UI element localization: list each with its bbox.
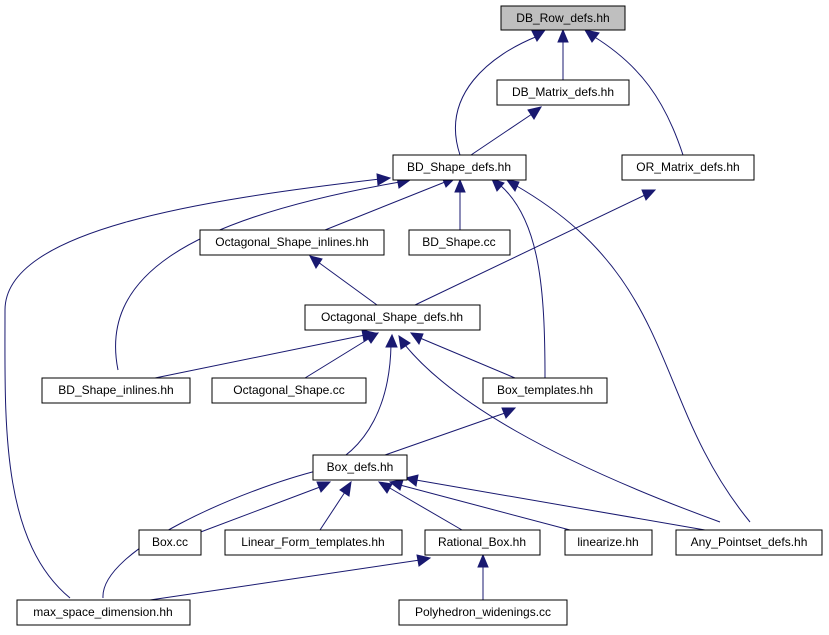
- edge-max-space-to-oct-defs: [102, 344, 392, 599]
- arrowhead-icon: [583, 29, 600, 43]
- node-label: max_space_dimension.hh: [33, 605, 172, 619]
- node-bd-shape-cc[interactable]: BD_Shape.cc: [408, 229, 511, 256]
- node-rational-box[interactable]: Rational_Box.hh: [424, 529, 541, 556]
- edge-bd-inlines-to-bd-shape: [115, 181, 401, 371]
- node-label: Box.cc: [152, 535, 188, 549]
- arrowhead-icon: [527, 106, 543, 120]
- node-label: Polyhedron_widenings.cc: [415, 605, 551, 619]
- arrowhead-icon: [416, 554, 432, 567]
- arrowhead-icon: [404, 474, 419, 487]
- node-any-pointset-defs[interactable]: Any_Pointset_defs.hh: [675, 529, 823, 556]
- node-octagonal-shape-cc[interactable]: Octagonal_Shape.cc: [211, 377, 367, 404]
- arrowhead-icon: [491, 178, 505, 192]
- node-label: BD_Shape.cc: [422, 235, 495, 249]
- node-max-space-dimension[interactable]: max_space_dimension.hh: [16, 599, 191, 626]
- node-octagonal-shape-inlines[interactable]: Octagonal_Shape_inlines.hh: [199, 229, 385, 256]
- edge-rational-box-to-box-defs: [387, 486, 463, 531]
- edge-bd-inlines-to-oct-defs: [154, 334, 366, 379]
- arrowhead-icon: [309, 255, 323, 269]
- node-or-matrix-defs[interactable]: OR_Matrix_defs.hh: [621, 154, 755, 181]
- edge-bd-shape-to-db-matrix: [470, 113, 533, 156]
- edge-bd-shape-to-db-row: [455, 35, 539, 156]
- edge-or-matrix-to-db-row: [592, 35, 684, 156]
- edge-box-templates-to-oct-defs: [419, 337, 516, 379]
- node-label: Octagonal_Shape.cc: [233, 383, 344, 397]
- node-octagonal-shape-defs[interactable]: Octagonal_Shape_defs.hh: [304, 304, 481, 331]
- arrowhead-icon: [505, 179, 520, 192]
- arrowhead-icon: [409, 332, 424, 346]
- edge-any-pointset-to-bd-shape: [514, 184, 751, 523]
- node-label: Box_defs.hh: [327, 460, 394, 474]
- edge-any-pointset-to-oct-defs: [404, 344, 721, 523]
- node-label: Octagonal_Shape_defs.hh: [321, 310, 463, 324]
- node-bd-shape-inlines[interactable]: BD_Shape_inlines.hh: [41, 377, 191, 404]
- arrowhead-icon: [531, 29, 547, 42]
- node-box-defs[interactable]: Box_defs.hh: [312, 454, 408, 481]
- edges: [4, 28, 751, 601]
- arrowhead-icon: [377, 481, 393, 494]
- edge-oct-defs-to-or-matrix: [414, 194, 646, 306]
- arrowhead-icon: [364, 332, 380, 344]
- arrowhead-icon: [385, 333, 398, 348]
- node-label: BD_Shape_inlines.hh: [58, 383, 173, 397]
- nodes: DB_Row_defs.hh DB_Matrix_defs.hh BD_Shap…: [16, 5, 823, 626]
- edge-linearize-to-box-defs: [399, 484, 571, 531]
- node-label: Linear_Form_templates.hh: [241, 535, 384, 549]
- node-label: DB_Row_defs.hh: [516, 11, 609, 25]
- edge-box-templates-to-bd-shape: [499, 184, 546, 379]
- arrowhead-icon: [454, 178, 466, 193]
- edge-oct-defs-to-oct-inlines: [317, 261, 378, 306]
- arrowhead-icon: [398, 334, 411, 350]
- node-label: DB_Matrix_defs.hh: [512, 85, 614, 99]
- arrowhead-icon: [557, 28, 569, 43]
- arrowhead-icon: [501, 407, 517, 419]
- edge-oct-inlines-to-bd-shape: [319, 181, 446, 233]
- node-linear-form-templates[interactable]: Linear_Form_templates.hh: [224, 529, 403, 556]
- node-bd-shape-defs[interactable]: BD_Shape_defs.hh: [392, 154, 527, 181]
- edge-max-space-to-rational-box: [149, 559, 421, 601]
- edge-max-space-to-bd-shape: [4, 178, 381, 599]
- node-box-cc[interactable]: Box.cc: [138, 529, 202, 556]
- arrowhead-icon: [388, 479, 404, 491]
- edge-linear-form-to-box-defs: [319, 491, 346, 531]
- node-db-matrix-defs[interactable]: DB_Matrix_defs.hh: [496, 79, 630, 106]
- edge-box-cc-to-box-defs: [197, 486, 321, 534]
- node-label: BD_Shape_defs.hh: [407, 160, 511, 174]
- arrowhead-icon: [376, 173, 392, 186]
- node-db-row-defs[interactable]: DB_Row_defs.hh: [500, 5, 626, 31]
- node-label: Octagonal_Shape_inlines.hh: [215, 235, 368, 249]
- arrowhead-icon: [339, 480, 352, 497]
- arrowhead-icon: [641, 189, 657, 201]
- arrowhead-icon: [316, 481, 332, 493]
- node-label: Box_templates.hh: [497, 383, 593, 397]
- node-label: Rational_Box.hh: [438, 535, 526, 549]
- node-polyhedron-widenings[interactable]: Polyhedron_widenings.cc: [398, 599, 568, 626]
- node-label: OR_Matrix_defs.hh: [636, 160, 739, 174]
- edge-any-pointset-to-box-defs: [415, 479, 706, 531]
- arrowhead-icon: [477, 553, 489, 568]
- node-box-templates[interactable]: Box_templates.hh: [482, 377, 608, 404]
- node-linearize[interactable]: linearize.hh: [564, 529, 653, 556]
- edge-oct-cc-to-oct-defs: [304, 337, 371, 379]
- node-label: linearize.hh: [577, 535, 638, 549]
- node-label: Any_Pointset_defs.hh: [691, 535, 808, 549]
- edge-box-defs-to-box-templates: [384, 412, 506, 456]
